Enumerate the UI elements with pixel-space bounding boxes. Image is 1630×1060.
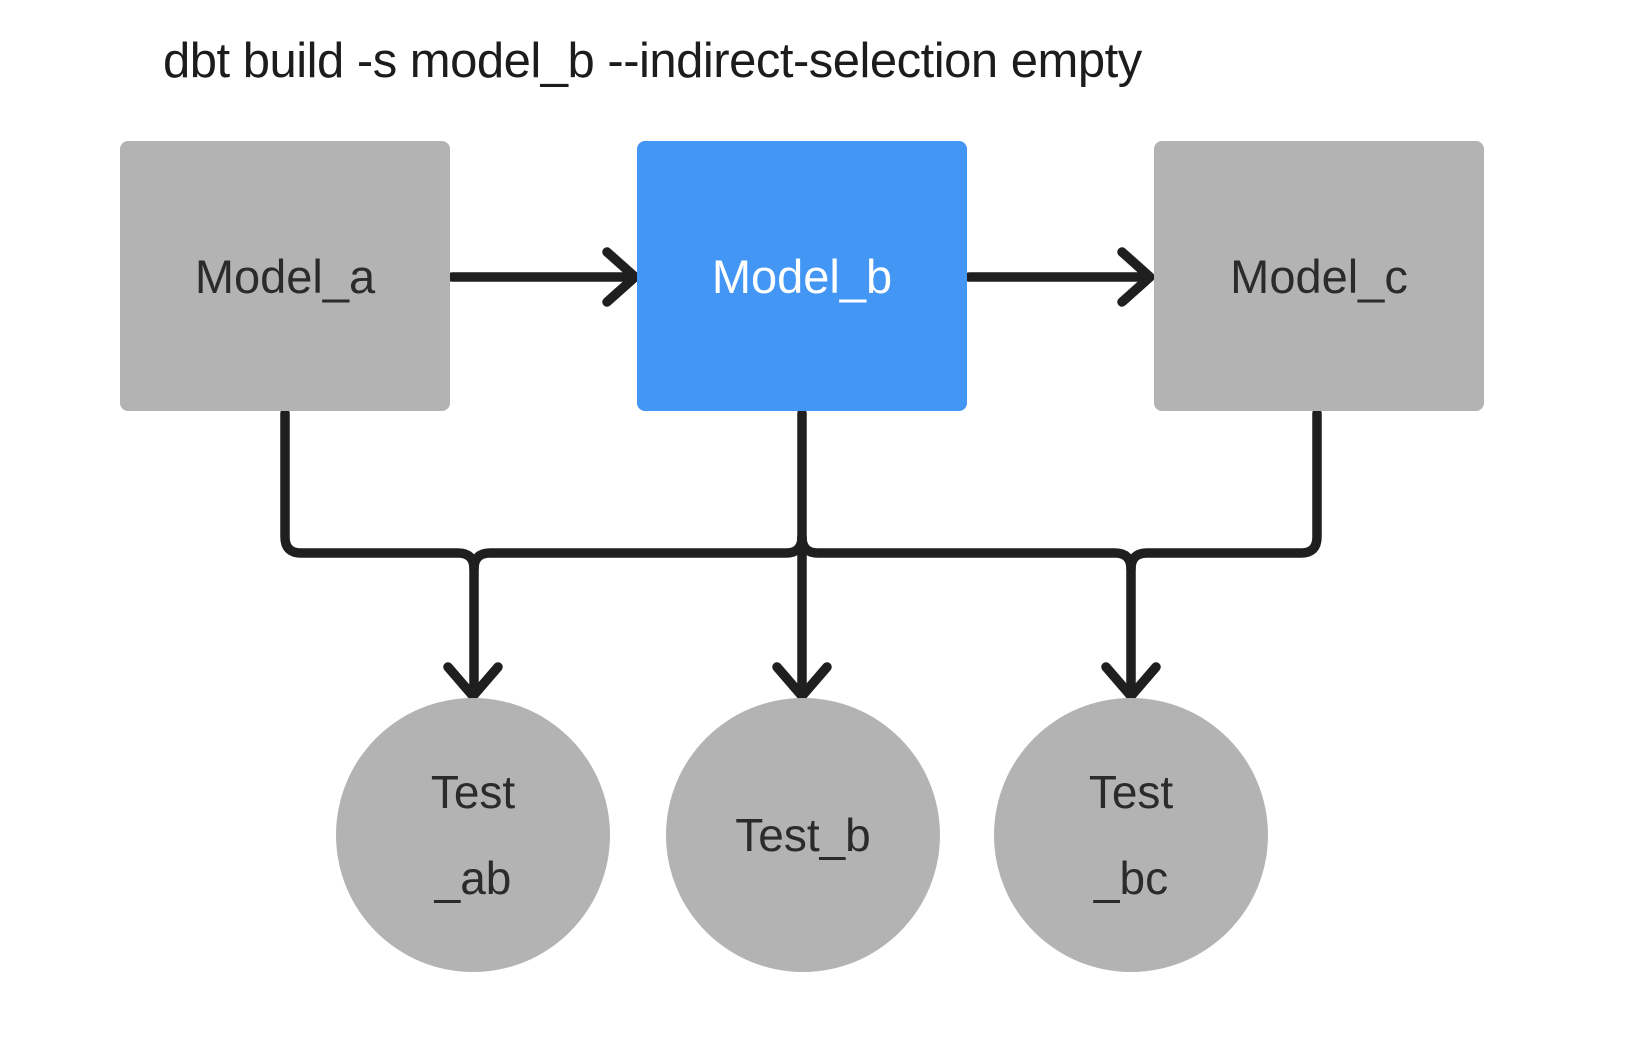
arrowhead-into-model-c	[1117, 247, 1155, 307]
test-node-bc-label-line2: _bc	[1093, 852, 1169, 904]
arrowhead-into-model-b	[602, 247, 640, 307]
model-node-b-label: Model_b	[711, 249, 893, 303]
arrowhead-into-test-b	[772, 662, 832, 701]
model-node-c: Model_c	[1154, 141, 1484, 411]
diagram-title: dbt build -s model_b --indirect-selectio…	[163, 34, 1142, 88]
model-node-a-label: Model_a	[194, 249, 376, 303]
arrowhead-into-test-bc	[1101, 662, 1161, 701]
test-node-b-label-line1: Test_b	[735, 809, 871, 861]
test-node-ab-label-line2: _ab	[434, 852, 512, 904]
test-node-bc-label-line1: Test	[1088, 766, 1174, 818]
edge-model-c-to-test-bc	[1126, 408, 1322, 574]
edge-model-a-to-test-ab	[280, 408, 479, 693]
model-node-c-label: Model_c	[1230, 249, 1408, 303]
edge-model-b-to-test-ab	[469, 532, 807, 574]
test-node-bc: Test _bc	[994, 698, 1268, 972]
test-node-ab: Test _ab	[336, 698, 610, 972]
test-node-ab-label-line1: Test	[430, 766, 516, 818]
arrowhead-into-test-ab	[443, 662, 503, 701]
test-node-b: Test_b	[666, 698, 940, 972]
model-node-a: Model_a	[120, 141, 450, 411]
model-node-b-selected: Model_b	[637, 141, 967, 411]
edge-model-b-to-test-bc	[797, 532, 1136, 693]
